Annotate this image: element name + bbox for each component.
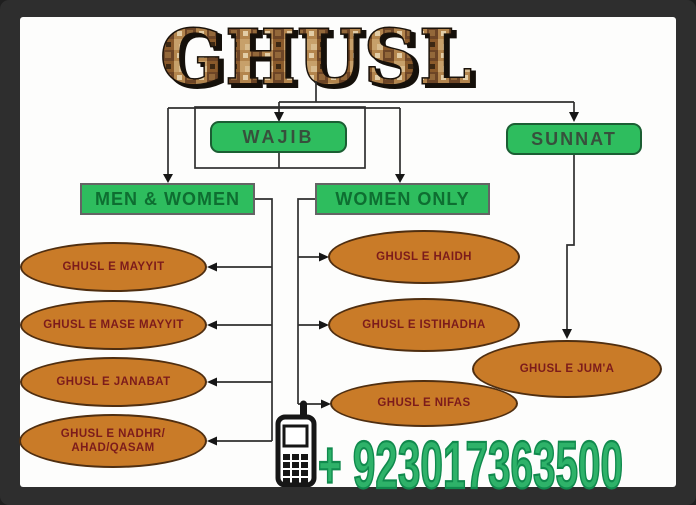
node-women-only-label: WOMEN ONLY [335, 188, 470, 209]
node-women-only: WOMEN ONLY [315, 183, 490, 215]
ellipse-label: GHUSL E HAIDH [376, 250, 472, 263]
ellipse-label: GHUSL E ISTIHADHA [362, 318, 486, 331]
ellipse-ghusl-e-nadhr-ahad-qasam: GHUSL E NADHR/ AHAD/QASAM [19, 414, 207, 468]
ellipse-ghusl-e-juma: GHUSL E JUM'A [472, 340, 662, 398]
ellipse-label: GHUSL E MASE MAYYIT [43, 318, 184, 331]
ellipse-ghusl-e-haidh: GHUSL E HAIDH [328, 230, 520, 284]
title-shadow: GHUSL [164, 18, 477, 104]
ellipse-label: GHUSL E NIFAS [377, 397, 471, 410]
node-wajib: WAJIB [210, 121, 347, 153]
ellipse-ghusl-e-nifas: GHUSL E NIFAS [330, 380, 518, 427]
node-wajib-label: WAJIB [242, 126, 315, 147]
node-men-and-women-label: MEN & WOMEN [95, 188, 240, 209]
ellipse-label: GHUSL E MAYYIT [62, 260, 165, 273]
title: GHUSL [160, 17, 473, 101]
node-men-and-women: MEN & WOMEN [80, 183, 255, 215]
node-sunnat: SUNNAT [506, 123, 642, 155]
connector-lines [167, 81, 575, 442]
ellipse-label: GHUSL E JUM'A [519, 362, 615, 375]
ellipse-label: GHUSL E JANABAT [56, 375, 171, 388]
connector-layer: GHUSL GHUSL [159, 17, 579, 487]
phone-number: + 923017363500 [317, 426, 624, 503]
diagram-canvas: GHUSL GHUSL [19, 17, 676, 499]
ellipse-label: GHUSL E NADHR/ AHAD/QASAM [60, 427, 166, 454]
node-sunnat-label: SUNNAT [531, 128, 617, 149]
ellipse-ghusl-e-janabat: GHUSL E JANABAT [20, 357, 207, 407]
ellipse-ghusl-e-mayyit: GHUSL E MAYYIT [20, 242, 207, 292]
ellipse-ghusl-e-mase-mayyit: GHUSL E MASE MAYYIT [20, 300, 207, 350]
mobile-phone-icon [275, 400, 317, 487]
arrowheads [163, 112, 579, 446]
ellipse-ghusl-e-istihadha: GHUSL E ISTIHADHA [328, 298, 520, 352]
